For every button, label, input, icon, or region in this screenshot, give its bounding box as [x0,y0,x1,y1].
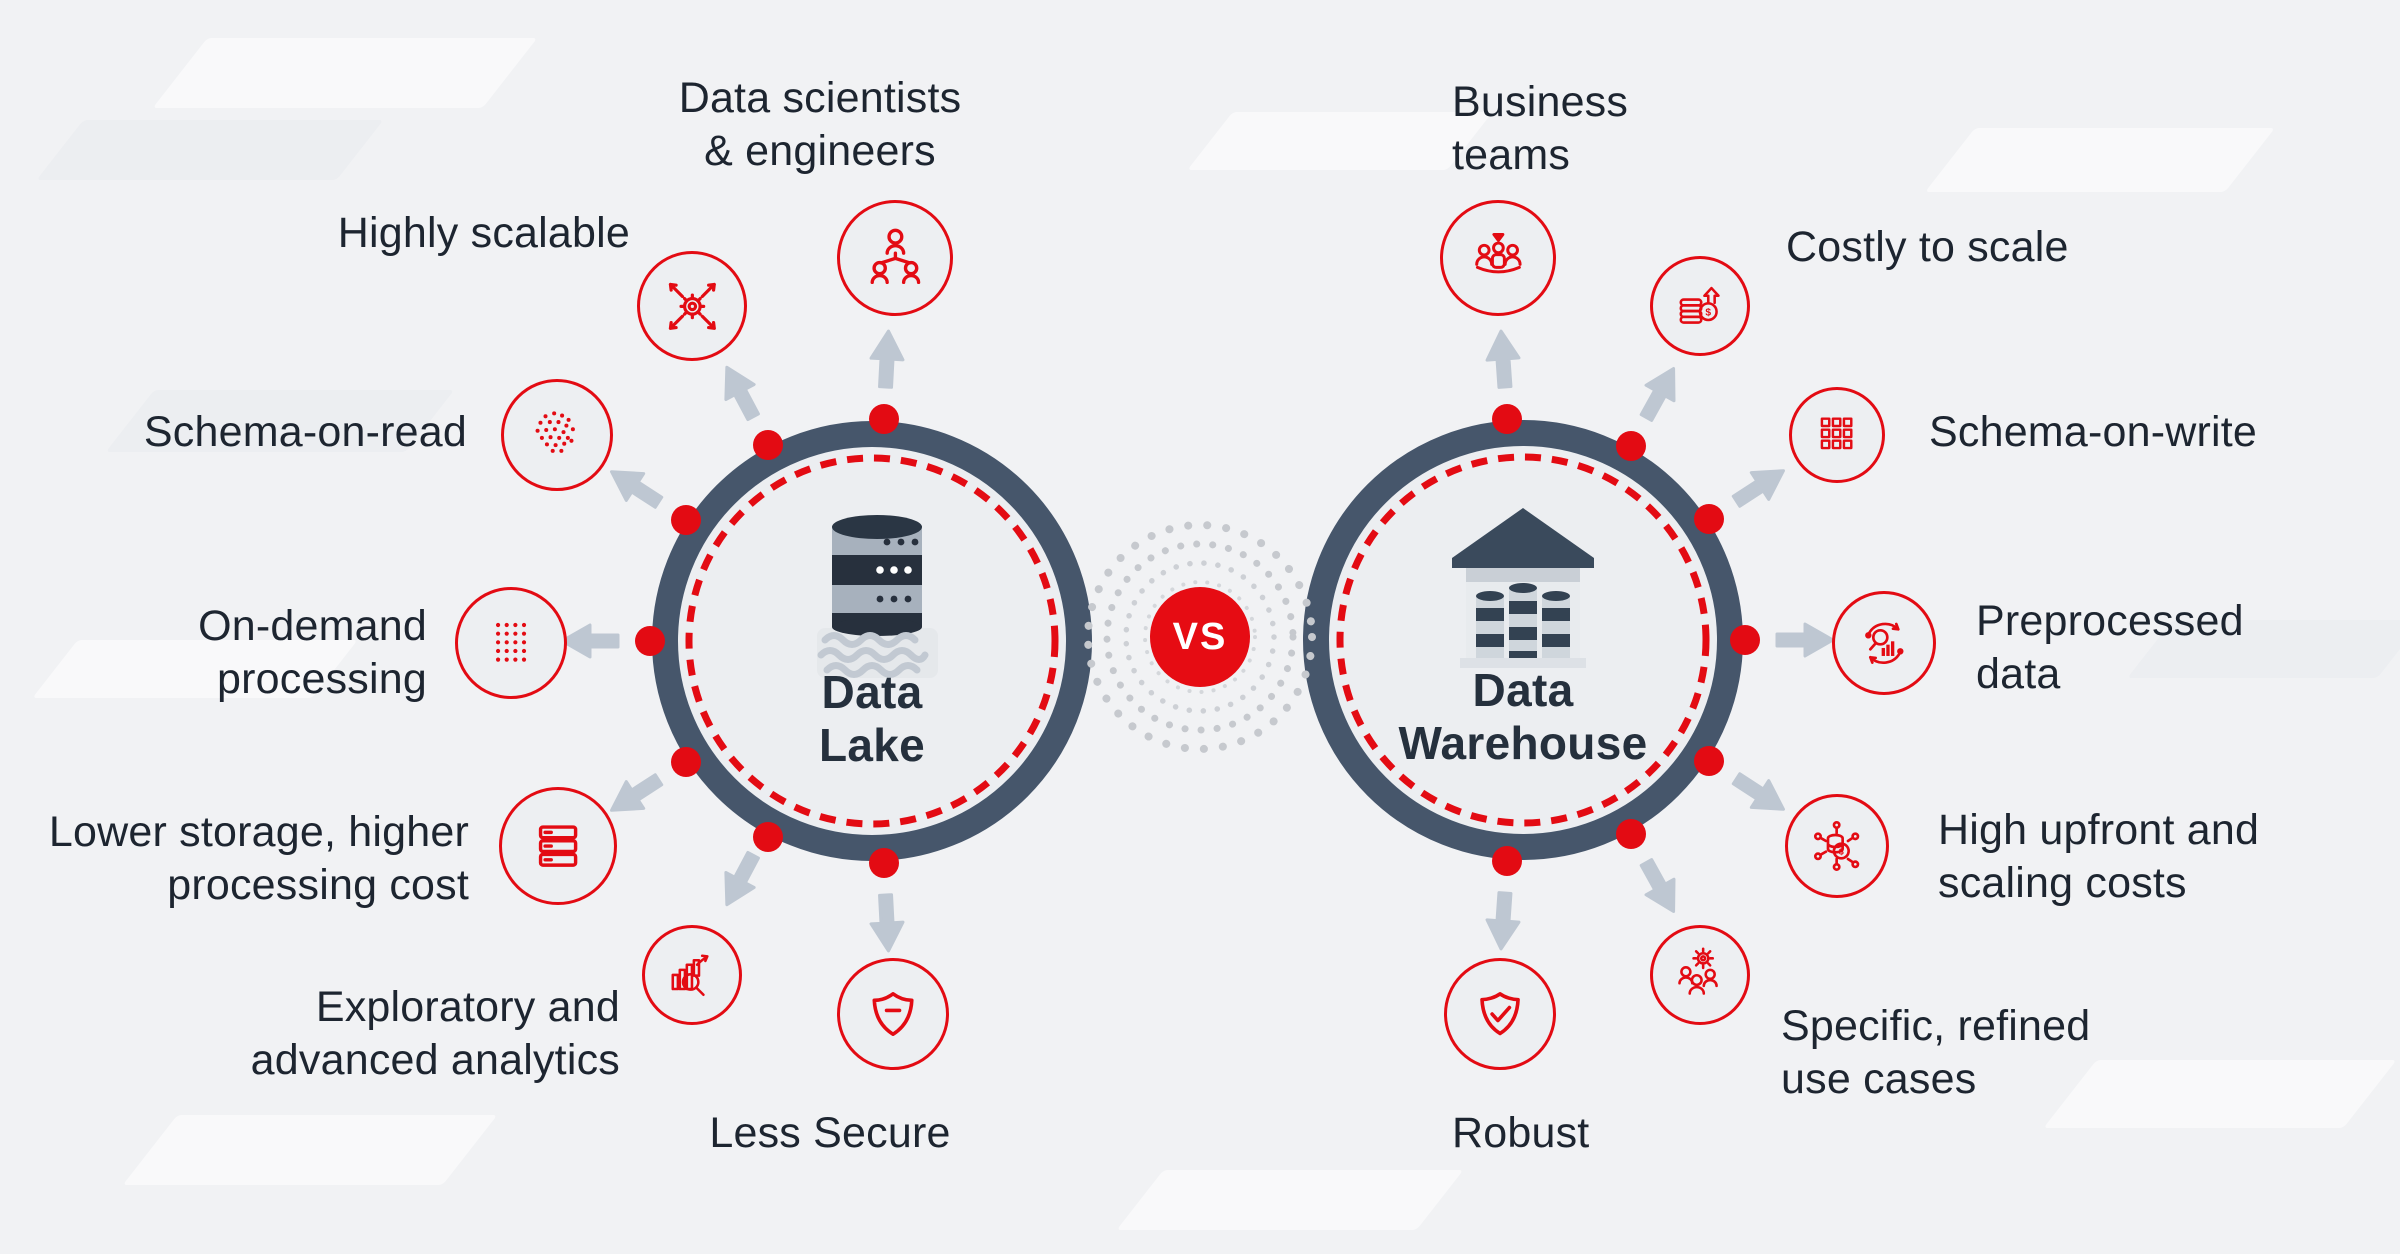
analytics-magnifier-icon [642,925,742,1025]
svg-text:$: $ [1705,308,1711,319]
grid-squares-icon [1789,387,1885,483]
label-business-teams: Business teams [1452,78,1629,179]
vs-badge: VS [1150,587,1250,687]
label-on-demand-processing: On-demand processing [198,602,427,703]
process-magnifier-icon [1832,591,1936,695]
label-specific-use-cases: Specific, refined use cases [1781,1002,2091,1103]
shield-check-icon [1444,958,1556,1070]
label-preprocessed-data: Preprocessed data [1976,597,2244,698]
business-team-icon [1440,200,1556,316]
data-lake-icon [817,515,938,678]
team-gear-icon [1650,925,1750,1025]
label-high-upfront-costs: High upfront and scaling costs [1938,806,2260,907]
coins-growth-icon: $ [1650,256,1750,356]
scale-out-gear-icon [637,251,747,361]
data-lake-title: Data Lake [818,666,926,771]
label-less-secure: Less Secure [709,1109,951,1157]
label-exploratory-analytics: Exploratory and advanced analytics [250,983,620,1084]
dollar-network-icon: $ [1785,794,1889,898]
people-hierarchy-icon [837,200,953,316]
server-stack-icon [499,787,617,905]
svg-text:$: $ [1839,846,1844,856]
label-robust: Robust [1452,1109,1590,1157]
label-costly-to-scale: Costly to scale [1786,223,2069,271]
label-schema-on-read: Schema-on-read [143,408,467,456]
shield-minus-icon [837,958,949,1070]
vs-dotted-rings [1084,521,1316,753]
ordered-dots-icon [455,587,567,699]
vs-label: VS [1172,615,1228,658]
data-warehouse-icon [1452,508,1594,668]
label-schema-on-write: Schema-on-write [1929,408,2257,456]
label-data-scientists-engineers: Data scientists & engineers [678,74,962,175]
data-warehouse-title: Data Warehouse [1398,664,1648,769]
label-lower-storage-cost: Lower storage, higher processing cost [48,808,469,909]
scattered-dots-icon [501,379,613,491]
label-highly-scalable: Highly scalable [337,209,630,257]
